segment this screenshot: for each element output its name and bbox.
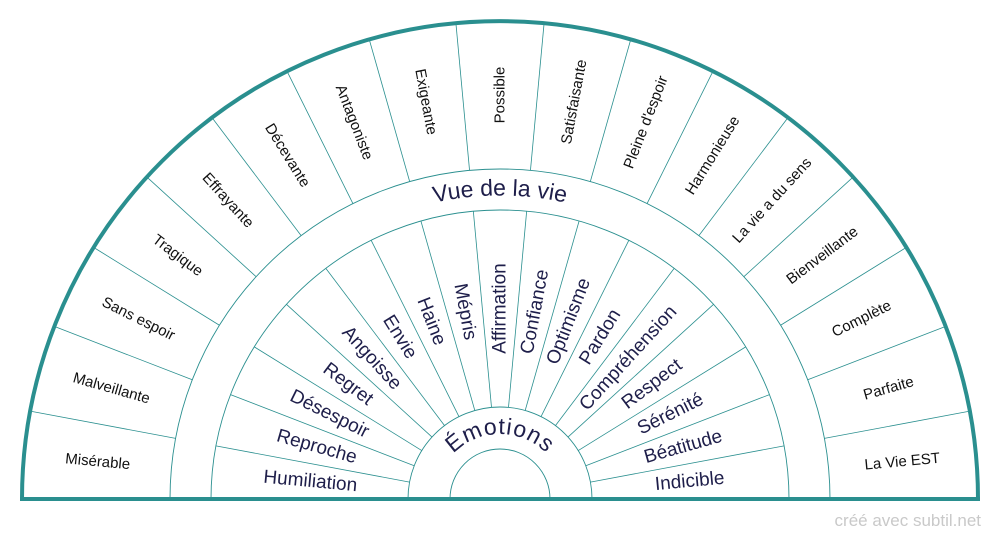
credit-text: créé avec subtil.net xyxy=(834,511,981,530)
inner-divider xyxy=(567,304,714,438)
outer-label-6: Antagoniste xyxy=(332,82,376,162)
inner-label-16: Indicible xyxy=(654,468,725,495)
outer-divider xyxy=(455,23,470,171)
outer-divider xyxy=(286,70,354,204)
outer-rim xyxy=(20,19,980,500)
inner-divider xyxy=(585,394,770,467)
outer-divider xyxy=(211,117,302,236)
inner-divider xyxy=(215,445,410,483)
inner-label-5: Envie xyxy=(378,311,421,362)
inner-divider xyxy=(524,220,580,411)
ring-arc xyxy=(407,406,593,500)
inner-label-0: Humiliation xyxy=(263,467,359,497)
outer-divider xyxy=(824,410,970,439)
outer-label-12: La vie a du sens xyxy=(729,154,815,246)
outer-divider xyxy=(780,247,907,326)
outer-divider xyxy=(30,410,176,439)
outer-label-4: Effrayante xyxy=(199,170,257,232)
outer-divider xyxy=(646,70,714,204)
outer-divider xyxy=(146,176,257,277)
ring-arc xyxy=(210,209,790,500)
outer-label-1: Malveillante xyxy=(71,369,152,407)
outer-label-10: Pleine d'espoir xyxy=(620,74,671,171)
inner-divider xyxy=(472,211,492,408)
outer-divider xyxy=(589,39,632,182)
inner-label-9: Confiance xyxy=(517,268,553,356)
inner-divider xyxy=(254,346,422,451)
outer-divider xyxy=(530,23,545,171)
outer-label-0: Misérable xyxy=(65,450,131,473)
inner-divider-lines xyxy=(215,211,785,483)
outer-label-3: Tragique xyxy=(149,231,206,280)
outer-divider xyxy=(368,39,411,182)
outer-label-7: Exigeante xyxy=(411,68,440,137)
inner-divider xyxy=(540,240,630,417)
inner-labels: HumiliationReprocheDésespoirRegretAngois… xyxy=(263,263,726,496)
inner-divider xyxy=(370,240,460,417)
inner-divider xyxy=(325,268,445,426)
outer-divider xyxy=(698,117,789,236)
outer-label-5: Décevante xyxy=(261,121,313,191)
outer-label-13: Bienveillante xyxy=(783,223,861,288)
band-title: Vue de la vie xyxy=(430,174,569,207)
rings xyxy=(169,168,831,500)
inner-divider xyxy=(420,220,476,411)
outer-label-15: Parfaite xyxy=(861,373,915,403)
outer-label-11: Harmonieuse xyxy=(682,113,743,198)
ring-arc xyxy=(449,448,551,500)
outer-divider xyxy=(54,325,193,381)
outer-divider xyxy=(743,176,854,277)
inner-divider xyxy=(508,211,528,408)
inner-divider xyxy=(578,346,746,451)
outer-label-8: Possible xyxy=(492,67,509,124)
outer-divider xyxy=(807,325,946,381)
outer-label-14: Complète xyxy=(829,297,894,341)
inner-divider xyxy=(286,304,433,438)
outer-label-16: La Vie EST xyxy=(864,450,941,474)
inner-divider xyxy=(555,268,675,426)
outer-divider-lines xyxy=(30,23,970,439)
inner-divider xyxy=(590,445,785,483)
outer-divider xyxy=(93,247,220,326)
ring-arc xyxy=(169,168,831,500)
center-title: Émotions xyxy=(440,413,561,457)
inner-label-8: Affirmation xyxy=(490,263,511,353)
outer-label-9: Satisfaisante xyxy=(558,58,590,146)
outer-label-2: Sans espoir xyxy=(99,294,177,345)
inner-label-7: Mépris xyxy=(449,282,480,342)
inner-divider xyxy=(230,394,415,467)
